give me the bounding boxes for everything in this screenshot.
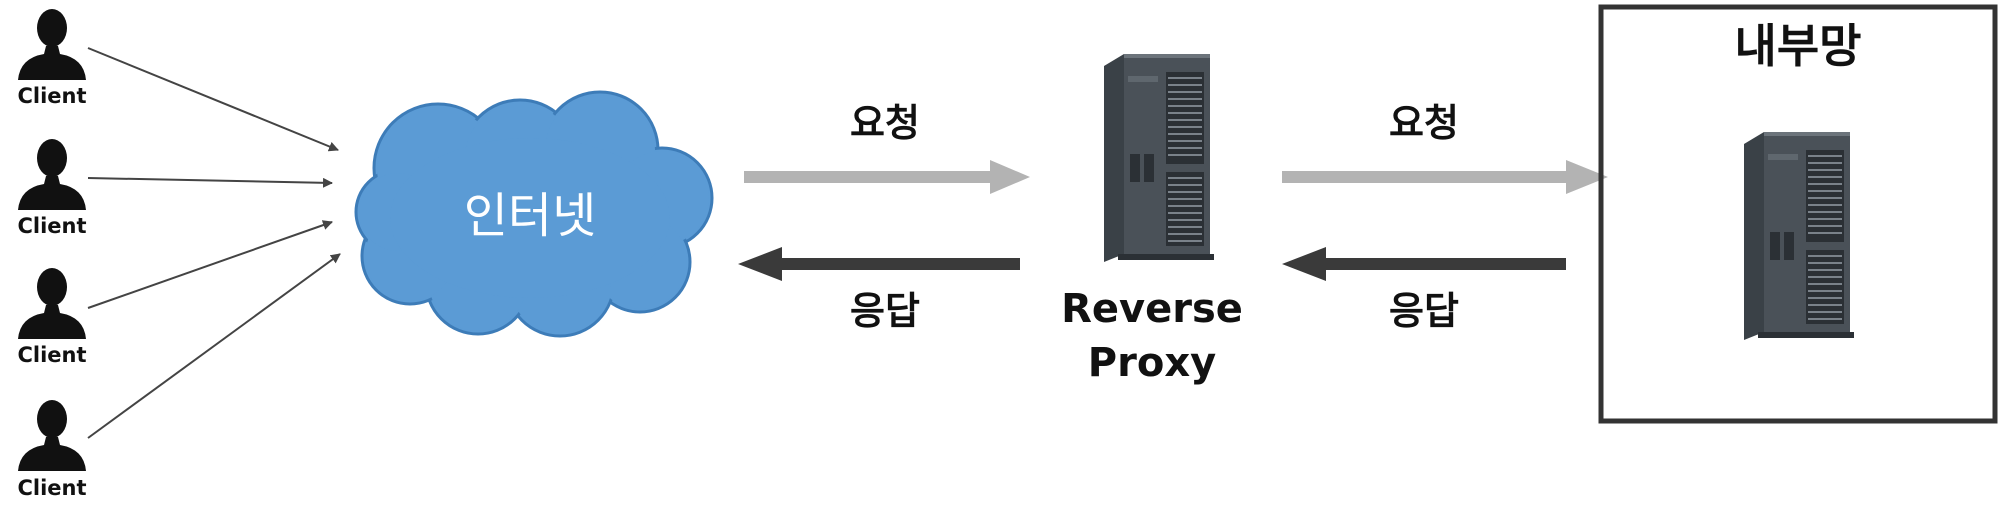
client-4: Client [17, 400, 87, 500]
client-4-connector-arrow [87, 253, 341, 439]
server-icon [1743, 131, 1855, 341]
right-request-arrow [1282, 160, 1608, 194]
internal-network-title: 내부망 [1735, 19, 1862, 73]
right-request-label: 요청 [1389, 101, 1459, 145]
client-3: Client [17, 268, 87, 367]
internal-network-box: 내부망 [1598, 4, 1998, 424]
right-response-label: 응답 [1389, 289, 1459, 333]
client-2-connector-arrow [87, 177, 333, 188]
client-2: Client [17, 139, 87, 238]
proxy-label-line2: Proxy [1088, 340, 1216, 386]
person-icon [18, 268, 86, 339]
right-response-arrow [1282, 247, 1566, 281]
person-icon [18, 400, 86, 471]
proxy-label-line1: Reverse [1061, 286, 1243, 332]
server-icon [1103, 53, 1215, 263]
person-icon [18, 139, 86, 210]
person-icon [18, 9, 86, 80]
left-response-arrow [738, 247, 1020, 281]
client-label: Client [17, 343, 86, 367]
left-response-label: 응답 [850, 289, 920, 333]
internet-label: 인터넷 [464, 188, 596, 244]
client-1-connector-arrow [87, 47, 339, 152]
left-request-arrow [744, 160, 1030, 194]
left-request-label: 요청 [850, 101, 920, 145]
reverse-proxy-server [1103, 53, 1215, 263]
client-1: Client [17, 9, 87, 108]
internet-cloud: 인터넷 [354, 90, 714, 338]
client-label: Client [17, 476, 86, 500]
client-3-connector-arrow [87, 220, 333, 309]
client-label: Client [17, 84, 86, 108]
client-label: Client [17, 214, 86, 238]
